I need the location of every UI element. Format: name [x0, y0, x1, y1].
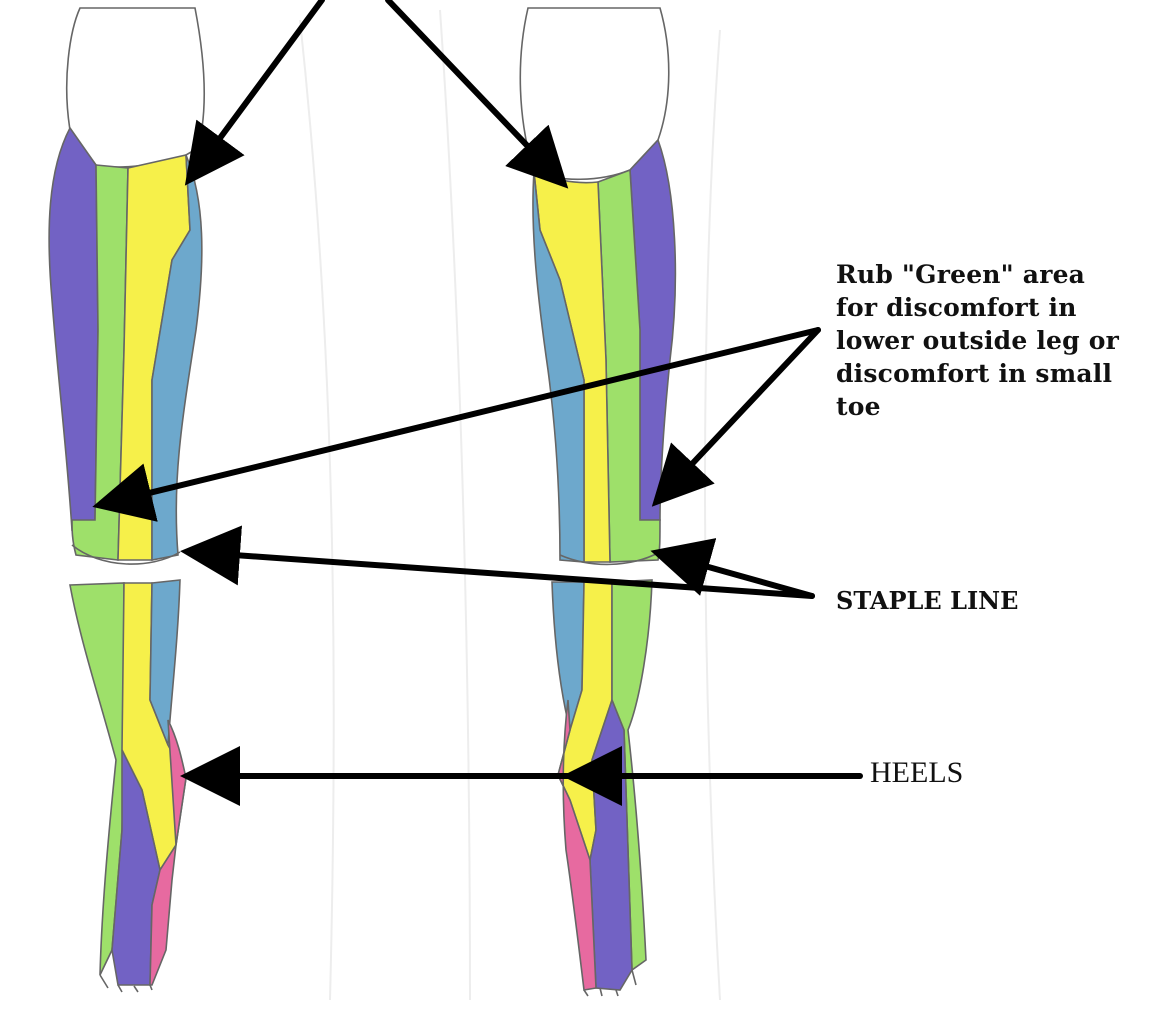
green-area-line-1: Rub "Green" area [836, 258, 1119, 291]
green-area-line-4: discomfort in small [836, 357, 1119, 390]
arrow-green-left [104, 330, 818, 504]
arrow-green-right [660, 330, 818, 498]
left-staple-gap [70, 570, 182, 577]
green-area-line-2: for discomfort in [836, 291, 1119, 324]
green-area-line-3: lower outside leg or [836, 324, 1119, 357]
pointer-arrows [104, 0, 860, 776]
green-area-line-5: toe [836, 390, 1119, 423]
heels-label: HEELS [870, 756, 963, 790]
arrow-top-left [192, 0, 322, 176]
staple-line-label: STAPLE LINE [836, 586, 1018, 615]
left-purple-stripe [49, 128, 98, 530]
green-area-label: Rub "Green" area for discomfort in lower… [836, 258, 1119, 423]
right-leg [520, 8, 675, 996]
arrow-staple-left [192, 552, 812, 596]
left-thigh [67, 8, 204, 167]
